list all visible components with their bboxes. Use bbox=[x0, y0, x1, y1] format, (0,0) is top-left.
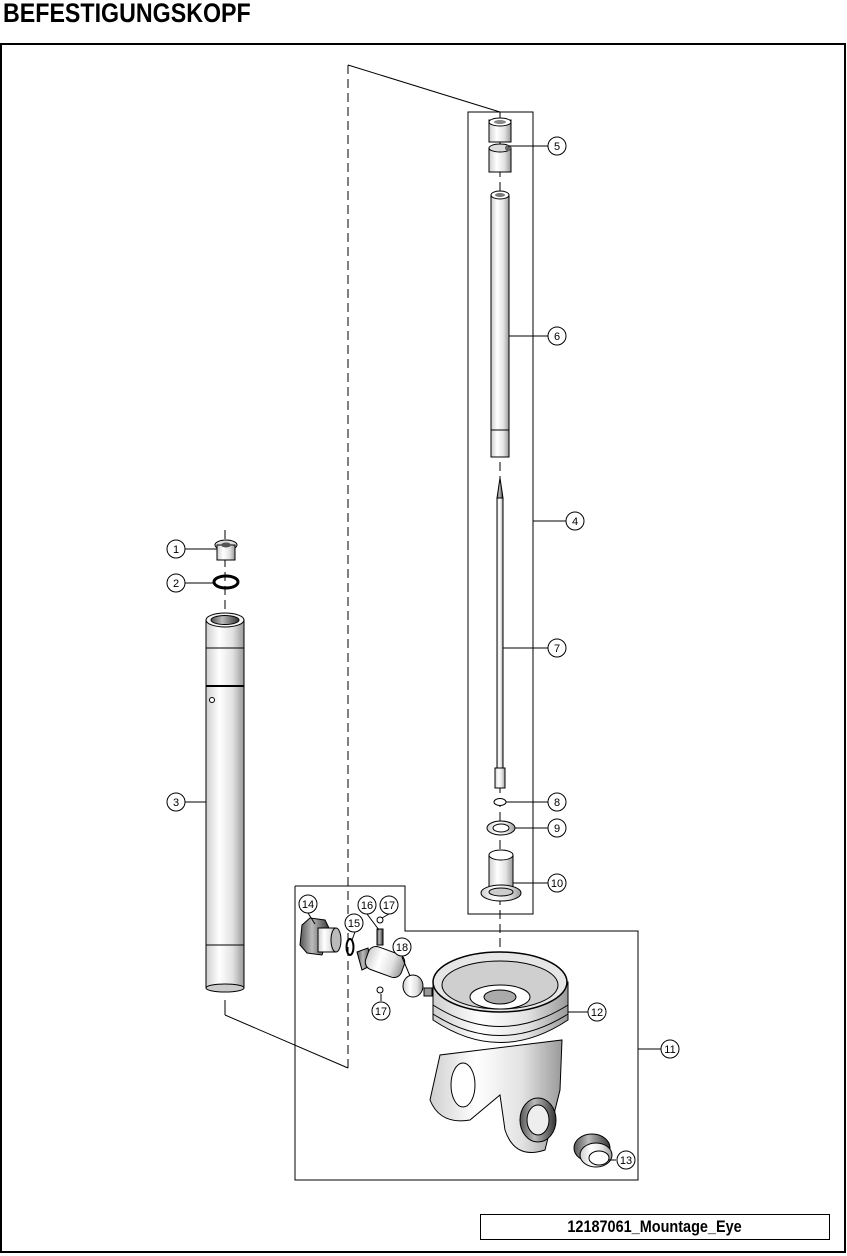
page-title: BEFESTIGUNGSKOPF bbox=[3, 0, 251, 28]
part-7-needle bbox=[494, 477, 506, 789]
drawing-reference-text: 12187061_Mountage_Eye bbox=[567, 1217, 743, 1236]
part-13-plug bbox=[573, 1133, 613, 1168]
callout-1: 1 bbox=[166, 539, 186, 559]
callout-3: 3 bbox=[166, 792, 186, 812]
callout-12: 12 bbox=[587, 1002, 607, 1022]
part-8-ring bbox=[493, 798, 507, 806]
callout-8: 8 bbox=[547, 792, 567, 812]
part-1-cap bbox=[214, 539, 238, 561]
part-16-spring bbox=[376, 928, 384, 946]
callout-label-10: 10 bbox=[551, 878, 563, 890]
callout-14: 14 bbox=[298, 894, 318, 914]
callout-5: 5 bbox=[547, 136, 567, 156]
leader-lines bbox=[185, 145, 661, 1161]
part-9-washer bbox=[486, 820, 516, 836]
part-2-oring bbox=[212, 574, 240, 590]
callout-label-15: 15 bbox=[348, 918, 360, 930]
callout-11: 11 bbox=[660, 1039, 680, 1059]
callout-label-6: 6 bbox=[554, 331, 560, 343]
callout-label-9: 9 bbox=[554, 823, 560, 835]
callout-13: 13 bbox=[616, 1150, 636, 1170]
callout-label-5: 5 bbox=[554, 141, 560, 153]
callout-4: 4 bbox=[565, 511, 585, 531]
callout-15: 15 bbox=[344, 913, 364, 933]
part-18-valve bbox=[356, 945, 433, 998]
part-15-oring bbox=[345, 938, 355, 956]
callout-2: 2 bbox=[166, 573, 186, 593]
callout-label-11: 11 bbox=[664, 1044, 675, 1056]
callout-label-16: 16 bbox=[361, 900, 373, 912]
part-10-bushing bbox=[480, 849, 522, 902]
part-12-eye-housing bbox=[429, 951, 569, 1153]
callout-6: 6 bbox=[547, 326, 567, 346]
callout-label-14: 14 bbox=[302, 899, 314, 911]
callout-18: 18 bbox=[392, 937, 412, 957]
callout-label-4: 4 bbox=[572, 516, 578, 528]
callout-9: 9 bbox=[547, 818, 567, 838]
callout-label-3: 3 bbox=[173, 797, 179, 809]
callout-label-1: 1 bbox=[173, 544, 179, 556]
callout-label-2: 2 bbox=[173, 578, 179, 590]
part-14-valve-body bbox=[299, 917, 342, 956]
callout-label-13: 13 bbox=[620, 1155, 632, 1167]
part-17-ball bbox=[376, 986, 384, 994]
callout-7: 7 bbox=[547, 638, 567, 658]
drawing-reference-box: 12187061_Mountage_Eye bbox=[480, 1214, 830, 1240]
callout-label-7: 7 bbox=[554, 643, 560, 655]
group-box-11 bbox=[294, 885, 639, 1181]
callout-label-12: 12 bbox=[591, 1007, 603, 1019]
callout-label-17-top: 17 bbox=[383, 900, 395, 912]
part-3-outer-tube bbox=[205, 612, 245, 993]
part-6-tube bbox=[490, 190, 510, 458]
callout-label-17-bottom: 17 bbox=[375, 1006, 387, 1018]
callout-label-18: 18 bbox=[396, 942, 408, 954]
part-5-adapter bbox=[488, 117, 512, 173]
callout-16: 16 bbox=[357, 895, 377, 915]
callout-10: 10 bbox=[547, 873, 567, 893]
outer-frame bbox=[0, 43, 846, 1253]
part-17-ball bbox=[376, 916, 384, 924]
callout-label-8: 8 bbox=[554, 797, 560, 809]
callout-17-bottom: 17 bbox=[371, 1001, 391, 1021]
callout-17-top: 17 bbox=[379, 895, 399, 915]
